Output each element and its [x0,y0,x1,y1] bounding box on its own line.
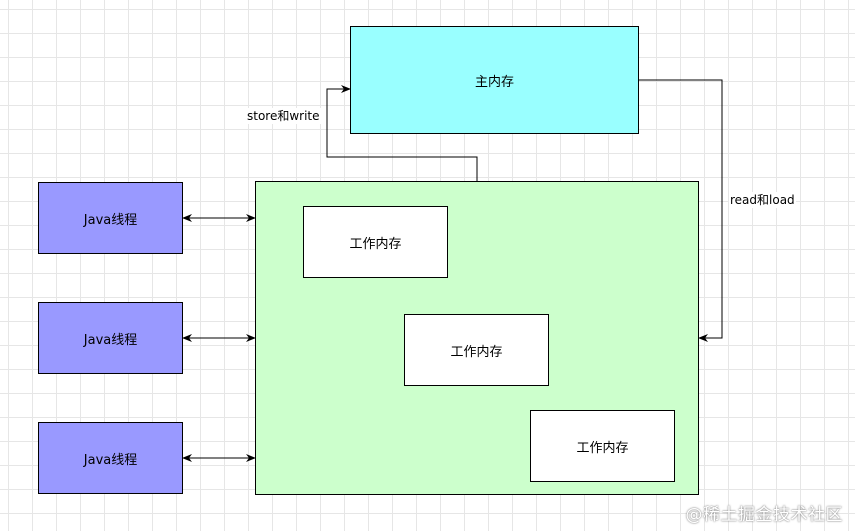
main-memory-box: 主内存 [350,26,639,134]
java-thread-label: Java线程 [83,332,138,348]
java-thread-box-3: Java线程 [38,422,183,494]
read-load-label: read和load [729,192,796,208]
working-memory-label: 工作内存 [450,344,503,360]
working-memory-label: 工作内存 [349,236,402,252]
java-thread-label: Java线程 [83,212,138,228]
main-memory-label: 主内存 [474,74,514,90]
store-write-edge [326,85,478,181]
working-memory-label: 工作内存 [576,440,629,456]
java-thread-box-1: Java线程 [38,182,183,254]
working-memory-box-1: 工作内存 [303,206,448,278]
store-write-label: store和write [246,108,321,124]
java-thread-label: Java线程 [83,452,138,468]
java-thread-box-2: Java线程 [38,302,183,374]
read-load-edge [639,79,723,342]
working-memory-box-3: 工作内存 [530,410,675,482]
working-memory-box-2: 工作内存 [404,314,549,386]
watermark: @稀土掘金技术社区 [685,505,843,525]
